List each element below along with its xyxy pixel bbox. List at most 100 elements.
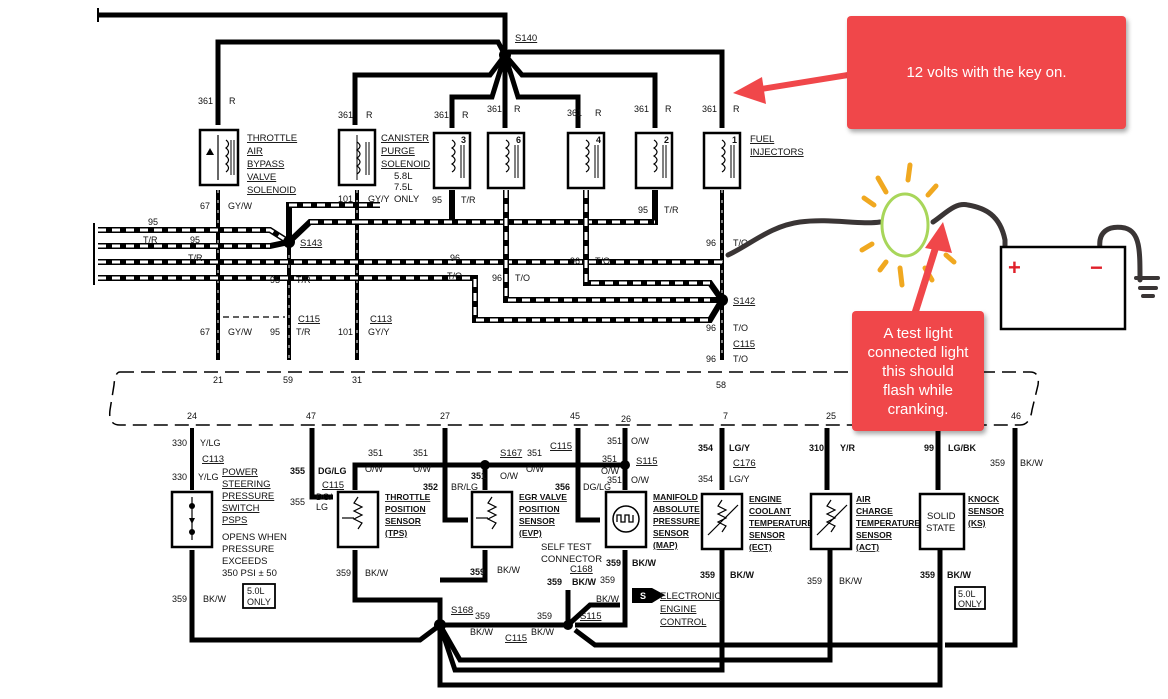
svg-text:INJECTORS: INJECTORS [750, 147, 804, 158]
svg-text:7.5L: 7.5L [394, 182, 413, 193]
psps-label: POWER STEERING PRESSURE SWITCH PSPS OPEN… [222, 467, 287, 579]
svg-text:359: 359 [547, 577, 562, 587]
svg-text:45: 45 [570, 411, 580, 421]
knock-sensor: SOLID STATE [918, 492, 966, 551]
svg-text:351: 351 [602, 454, 617, 464]
svg-text:BYPASS: BYPASS [247, 159, 284, 170]
svg-text:24: 24 [187, 411, 197, 421]
fuel-injector-6: 6 [486, 131, 526, 190]
svg-text:330: 330 [172, 438, 187, 448]
svg-text:Y/LG: Y/LG [198, 472, 219, 482]
eec-reference: S ELECTRONIC ENGINE CONTROL [632, 588, 721, 628]
splice-s143-label: S143 [300, 238, 322, 249]
svg-text:POSITION: POSITION [519, 504, 560, 514]
svg-text:R: R [665, 104, 672, 114]
svg-text:(TPS): (TPS) [385, 528, 407, 538]
svg-text:EXCEEDS: EXCEEDS [222, 556, 267, 567]
svg-text:ENGINE: ENGINE [660, 604, 696, 615]
svg-text:R: R [462, 110, 469, 120]
svg-text:LG/Y: LG/Y [729, 474, 750, 484]
svg-text:95: 95 [190, 235, 200, 245]
splice-s168-dot [434, 619, 446, 631]
svg-text:PURGE: PURGE [381, 146, 415, 157]
splice-s115-top-dot [620, 460, 630, 470]
voltage-callout: 12 volts with the key on. [847, 16, 1126, 129]
svg-text:S: S [640, 591, 646, 601]
svg-text:O/W: O/W [601, 466, 620, 476]
svg-text:95: 95 [148, 217, 158, 227]
svg-text:O/W: O/W [413, 464, 432, 474]
svg-text:351: 351 [527, 448, 542, 458]
svg-text:SENSOR: SENSOR [968, 506, 1004, 516]
svg-text:R: R [229, 96, 236, 106]
svg-text:BK/W: BK/W [730, 570, 754, 580]
svg-text:BK/W: BK/W [572, 577, 596, 587]
svg-text:ONLY: ONLY [247, 597, 271, 607]
svg-text:T/O: T/O [733, 323, 748, 333]
svg-text:3: 3 [461, 135, 466, 145]
svg-text:361: 361 [634, 104, 649, 114]
svg-text:POWER: POWER [222, 467, 258, 478]
svg-text:355: 355 [290, 466, 305, 476]
svg-text:SENSOR: SENSOR [385, 516, 421, 526]
svg-text:C168: C168 [570, 564, 593, 575]
egr-valve-position-sensor [470, 490, 514, 549]
arrow-icon-to-test-light [911, 222, 952, 315]
svg-text:SELF TEST: SELF TEST [541, 542, 592, 553]
svg-text:95: 95 [270, 275, 280, 285]
svg-text:TEMPERATURE: TEMPERATURE [856, 518, 920, 528]
knock-sensor-label: KNOCK SENSOR (KS) [968, 494, 1004, 528]
svg-text:(ACT): (ACT) [856, 542, 879, 552]
svg-text:R: R [733, 104, 740, 114]
svg-text:351: 351 [413, 448, 428, 458]
svg-text:21: 21 [213, 375, 223, 385]
svg-text:THROTTLE: THROTTLE [385, 492, 431, 502]
test-light-wiring [725, 202, 1160, 298]
svg-text:361: 361 [702, 104, 717, 114]
svg-text:101: 101 [338, 327, 353, 337]
splice-s142-label: S142 [733, 296, 755, 307]
splice-s143-dot [283, 236, 295, 248]
svg-text:T/O: T/O [733, 238, 748, 248]
svg-text:361: 361 [434, 110, 449, 120]
ect-label: ENGINE COOLANT TEMPERATURE SENSOR (ECT) [749, 494, 813, 552]
power-feed-wires [97, 8, 725, 128]
svg-text:4: 4 [596, 135, 601, 145]
voltage-callout-text: 12 volts with the key on. [906, 64, 1067, 81]
svg-text:5.0L: 5.0L [958, 589, 976, 599]
svg-text:PRESSURE: PRESSURE [653, 516, 700, 526]
svg-text:CONNECTOR: CONNECTOR [541, 554, 602, 565]
svg-text:354: 354 [698, 474, 713, 484]
svg-text:R: R [514, 104, 521, 114]
svg-text:59: 59 [283, 375, 293, 385]
map-sensor [604, 490, 648, 549]
svg-text:C115: C115 [298, 314, 320, 325]
svg-text:POSITION: POSITION [385, 504, 426, 514]
svg-text:T/O: T/O [515, 273, 530, 283]
svg-text:C176: C176 [733, 458, 756, 469]
svg-text:359: 359 [537, 611, 552, 621]
svg-text:O/W: O/W [526, 464, 545, 474]
svg-text:Y/LG: Y/LG [200, 438, 221, 448]
fuel-injector-1: 1 [702, 131, 742, 190]
svg-text:361: 361 [487, 104, 502, 114]
svg-text:359: 359 [336, 568, 351, 578]
throttle-air-bypass-solenoid [198, 128, 240, 187]
svg-text:GY/W: GY/W [228, 201, 253, 211]
five-liter-only-badge-1: 5.0L ONLY [242, 583, 276, 609]
svg-text:S168: S168 [451, 605, 473, 616]
svg-text:C115: C115 [505, 633, 527, 644]
svg-text:T/R: T/R [296, 275, 311, 285]
svg-text:99: 99 [924, 443, 934, 453]
fuel-injector-4: 4 [566, 131, 606, 190]
bottom-harness-wires [189, 428, 1018, 688]
splice-s167-dot [480, 460, 490, 470]
svg-text:ELECTRONIC: ELECTRONIC [660, 591, 721, 602]
top-connectors: C115 C113 C115 [223, 314, 755, 350]
top-harness-wires [93, 190, 728, 360]
svg-text:355: 355 [290, 497, 305, 507]
battery-negative-terminal: − [1090, 255, 1103, 280]
svg-text:KNOCK: KNOCK [968, 494, 1000, 504]
